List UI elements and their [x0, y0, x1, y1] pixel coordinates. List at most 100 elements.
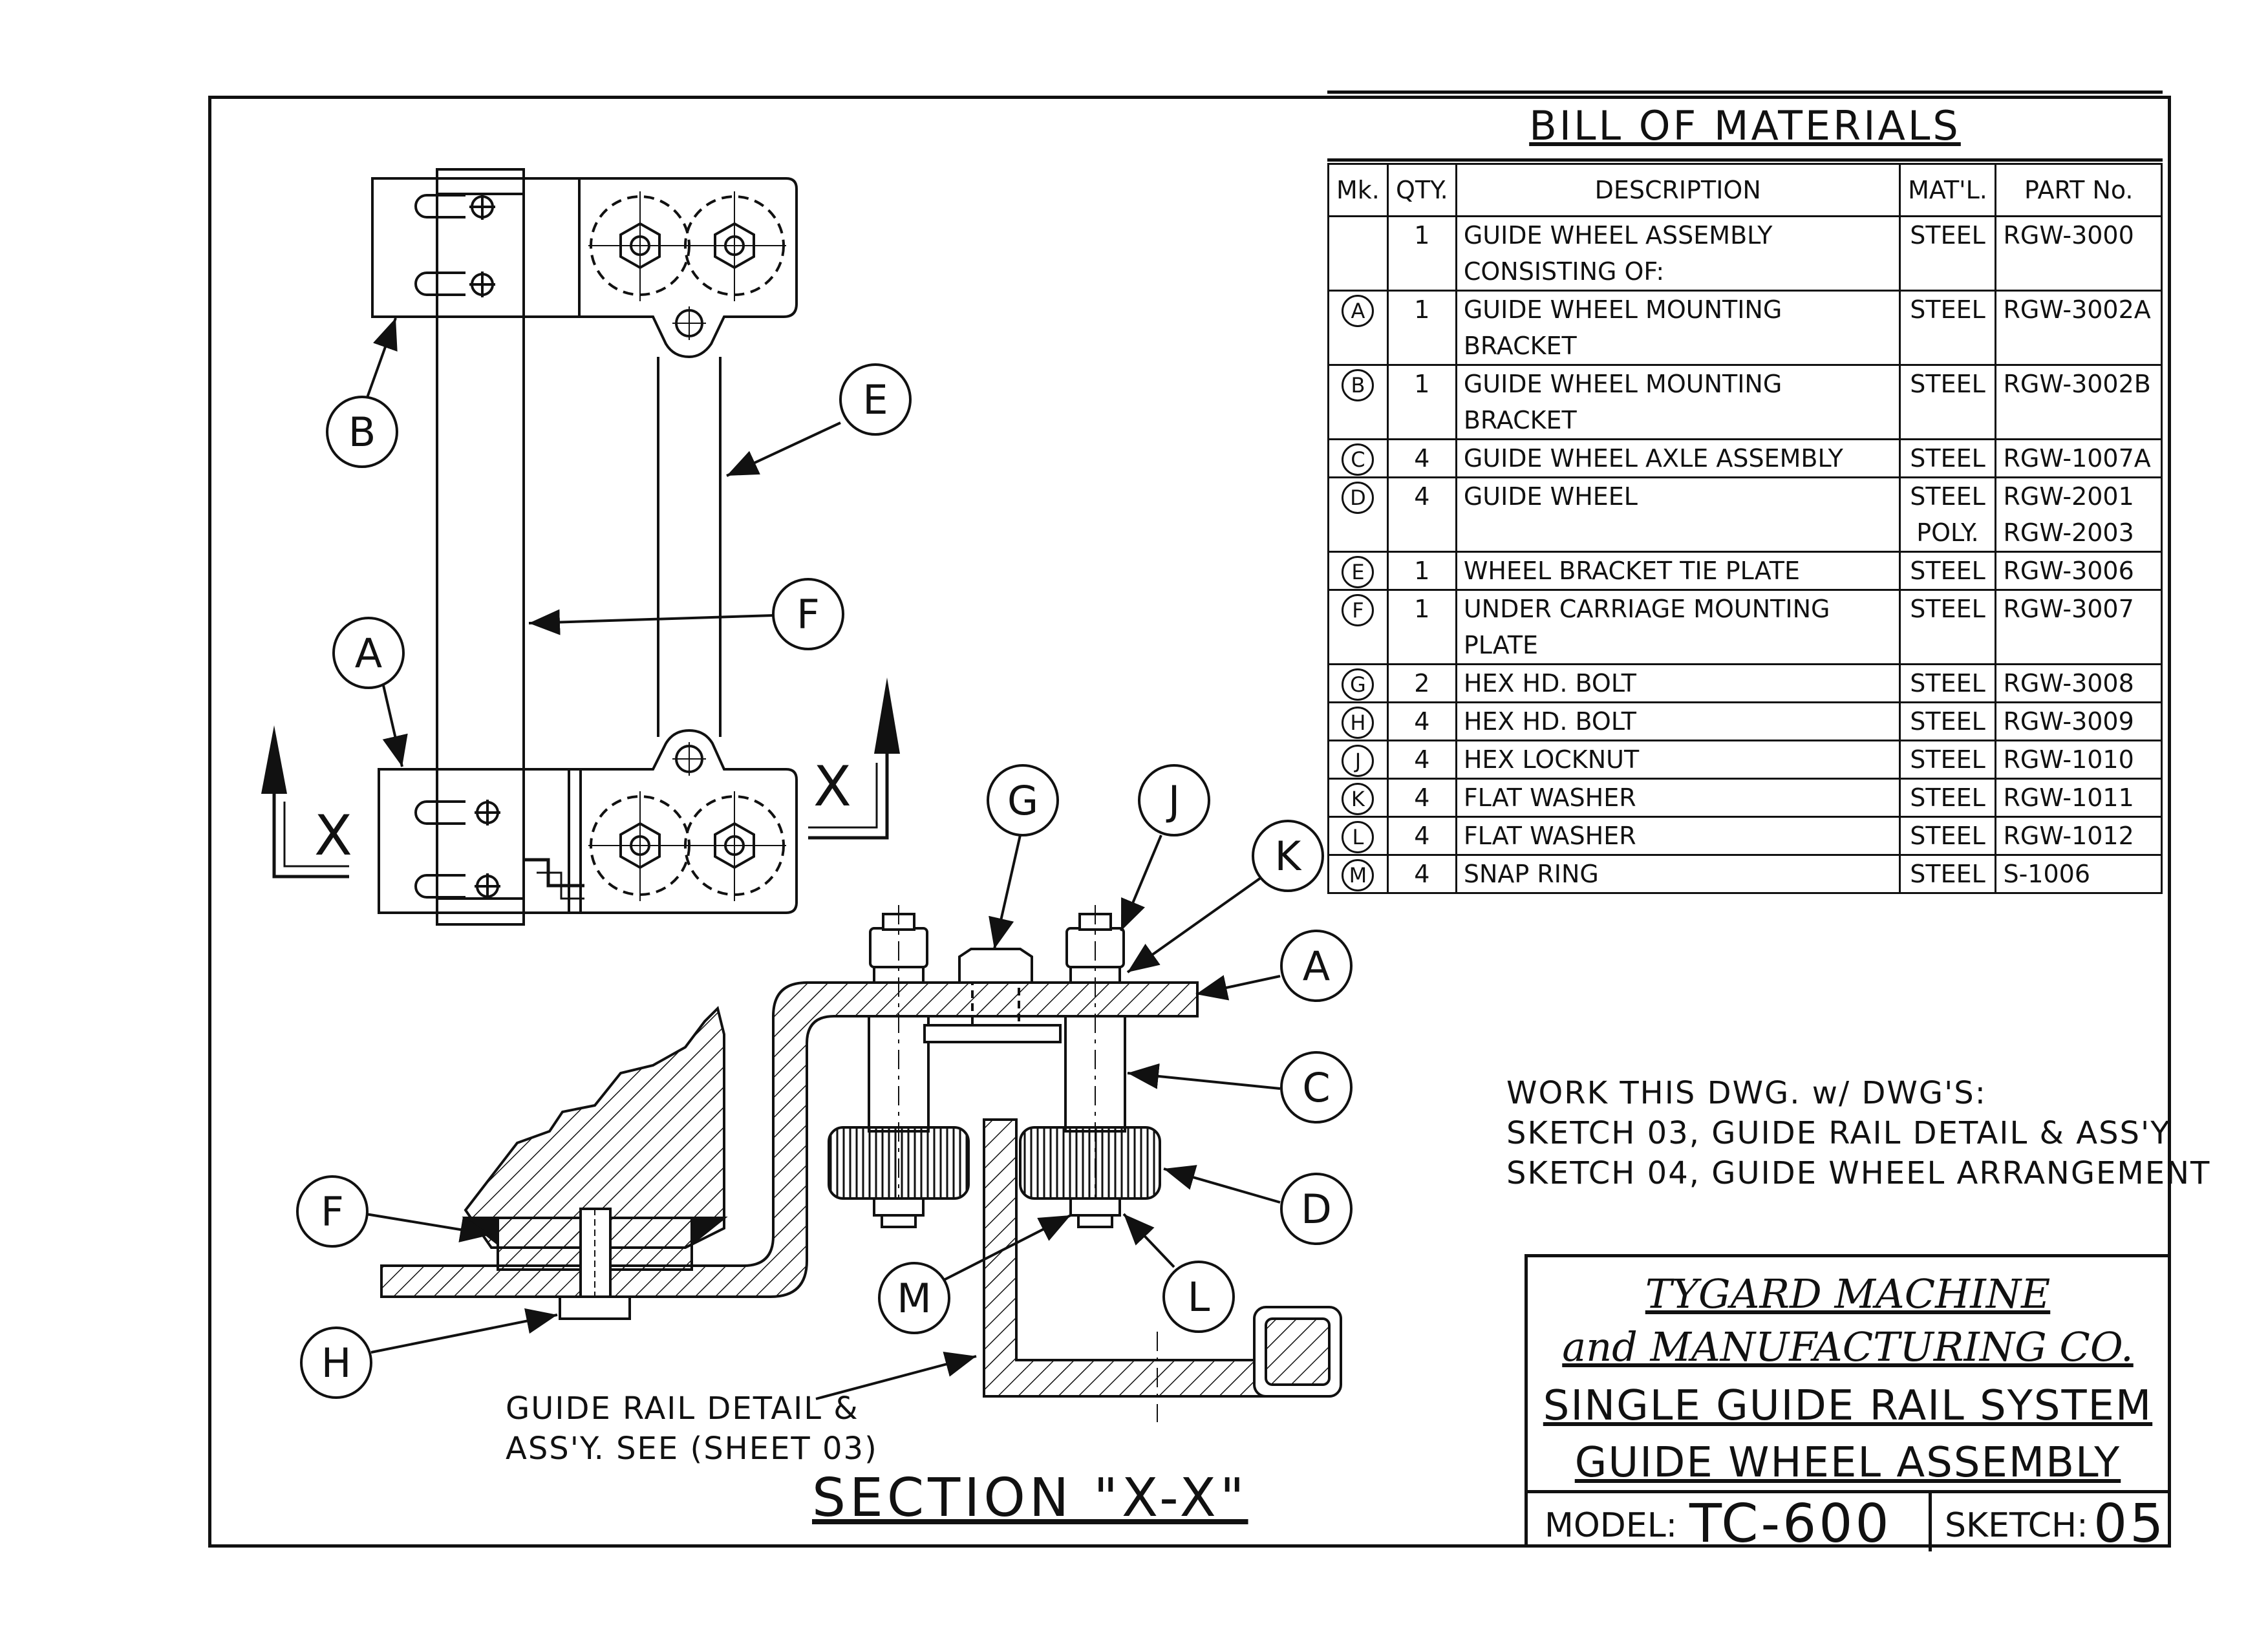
callout-label-J: J — [1166, 777, 1180, 824]
sketch-label: SKETCH: — [1945, 1506, 2088, 1545]
callout-label-A-sec: A — [1303, 943, 1330, 990]
project-line-1: SINGLE GUIDE RAIL SYSTEM — [1543, 1382, 2153, 1430]
bom-cell-material: STEEL — [1898, 854, 1997, 894]
company-name: TYGARD MACHINE and MANUFACTURING CO. — [1528, 1268, 2168, 1374]
bom-title: BILL OF MATERIALS — [1529, 102, 1961, 149]
bom-cell-qty: 2 — [1386, 663, 1457, 703]
bom-cell-mk: M — [1327, 854, 1389, 894]
notes-line-2: SKETCH 03, GUIDE RAIL DETAIL & ASS'Y — [1506, 1115, 2171, 1151]
plan-view — [371, 168, 798, 926]
bom-header-mk: Mk. — [1327, 163, 1389, 217]
callout-label-H: H — [321, 1339, 352, 1387]
bom-header-part-no: PART No. — [1995, 163, 2163, 217]
bom-cell-part-no: RGW-1011 — [1995, 778, 2163, 818]
notes-line-3: SKETCH 04, GUIDE WHEEL ARRANGEMENT — [1506, 1155, 2211, 1191]
callout-F-plan — [528, 578, 844, 650]
callout-H — [300, 1308, 558, 1399]
bom-cell-qty: 1 — [1386, 215, 1457, 292]
callout-label-E: E — [862, 376, 888, 423]
notes-line-1: WORK THIS DWG. w/ DWG'S: — [1506, 1075, 1987, 1111]
bom-cell-material: STEEL — [1898, 364, 1997, 440]
bom-cell-part-no: RGW-3009 — [1995, 701, 2163, 741]
bom-cell-mk: J — [1327, 740, 1389, 780]
bom-cell-material: STEEL — [1898, 663, 1997, 703]
bom-cell-material: STEEL POLY. — [1898, 476, 1997, 553]
bom-cell-description: GUIDE WHEEL AXLE ASSEMBLY — [1455, 438, 1901, 478]
bom-cell-description: FLAT WASHER — [1455, 778, 1901, 818]
bom-cell-description: GUIDE WHEEL ASSEMBLY CONSISTING OF: — [1455, 215, 1901, 292]
bom-cell-part-no: S-1006 — [1995, 854, 2163, 894]
section-marker-left: X — [261, 725, 352, 879]
rail-note-line-1: GUIDE RAIL DETAIL & — [506, 1390, 859, 1427]
callout-L — [1122, 1213, 1235, 1333]
bom-title-row: BILL OF MATERIALS — [1327, 91, 2163, 162]
callout-G — [987, 764, 1059, 950]
mark-circle: H — [1342, 707, 1375, 739]
bom-cell-mk: A — [1327, 290, 1389, 366]
bom-cell-qty: 1 — [1386, 589, 1457, 665]
bom-cell-description: HEX HD. BOLT — [1455, 663, 1901, 703]
bom-cell-description: GUIDE WHEEL MOUNTING BRACKET — [1455, 290, 1901, 366]
section-marker-label-left: X — [314, 804, 352, 868]
bom-cell-qty: 1 — [1386, 290, 1457, 366]
bom-cell-material: STEEL — [1898, 740, 1997, 780]
bill-of-materials: BILL OF MATERIALS Mk. QTY. DESCRIPTION M… — [1327, 91, 2163, 894]
bom-cell-part-no: RGW-1010 — [1995, 740, 2163, 780]
mark-circle: D — [1342, 482, 1375, 514]
bom-cell-qty: 4 — [1386, 476, 1457, 553]
model-label: MODEL: — [1545, 1506, 1678, 1545]
bom-cell-material: STEEL — [1898, 215, 1997, 292]
mark-circle: J — [1342, 745, 1375, 777]
company-line-1: TYGARD MACHINE — [1645, 1270, 2051, 1317]
bom-cell-mk: L — [1327, 816, 1389, 856]
mark-circle: A — [1342, 295, 1375, 327]
callout-label-D: D — [1301, 1186, 1332, 1233]
bom-cell-description: SNAP RING — [1455, 854, 1901, 894]
section-title: SECTION "X-X" — [812, 1467, 1248, 1529]
bom-cell-description: FLAT WASHER — [1455, 816, 1901, 856]
callout-label-A-plan: A — [355, 630, 382, 677]
model-value: TC-600 — [1689, 1493, 1892, 1555]
bom-cell-part-no: RGW-1012 — [1995, 816, 2163, 856]
mark-circle: C — [1342, 443, 1375, 476]
guide-rail-note: GUIDE RAIL DETAIL & ASS'Y. SEE (SHEET 03… — [506, 1389, 878, 1469]
bom-cell-qty: 4 — [1386, 701, 1457, 741]
bom-cell-qty: 4 — [1386, 854, 1457, 894]
callout-E — [726, 363, 912, 477]
mark-circle: E — [1342, 556, 1375, 588]
mark-circle: F — [1342, 594, 1375, 626]
callout-M — [878, 1214, 1071, 1334]
rail-note-line-2: ASS'Y. SEE (SHEET 03) — [506, 1431, 878, 1467]
callout-F-sec — [296, 1175, 492, 1248]
callout-K — [1126, 820, 1324, 974]
bom-cell-description: WHEEL BRACKET TIE PLATE — [1455, 551, 1901, 591]
bom-cell-mk: G — [1327, 663, 1389, 703]
drawing-border — [208, 96, 2171, 1548]
mark-circle: G — [1342, 668, 1375, 701]
section-view — [380, 905, 1342, 1422]
bom-cell-mk: F — [1327, 589, 1389, 665]
bom-cell-part-no: RGW-3000 — [1995, 215, 2163, 292]
bom-cell-qty: 4 — [1386, 438, 1457, 478]
bom-cell-part-no: RGW-2001 RGW-2003 — [1995, 476, 2163, 553]
bom-cell-material: STEEL — [1898, 816, 1997, 856]
callout-C — [1127, 1051, 1353, 1124]
bom-cell-description: GUIDE WHEEL — [1455, 476, 1901, 553]
bom-cell-material: STEEL — [1898, 778, 1997, 818]
bom-cell-part-no: RGW-3002B — [1995, 364, 2163, 440]
callouts — [296, 317, 1353, 1400]
bom-cell-part-no: RGW-3008 — [1995, 663, 2163, 703]
callout-letters: B E A F G J K A C D L M F H — [321, 376, 1332, 1387]
bom-cell-qty: 4 — [1386, 740, 1457, 780]
